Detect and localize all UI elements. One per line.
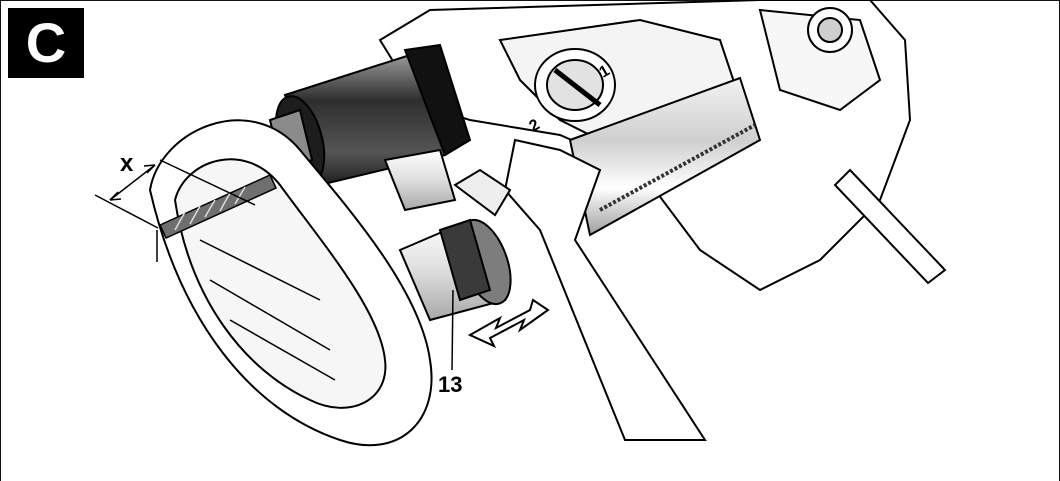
dimension-label-x: x	[120, 150, 134, 177]
side-handle	[383, 138, 707, 441]
callout-13-leader	[451, 289, 454, 371]
extraction-tube	[398, 218, 512, 322]
side-knob	[807, 7, 853, 53]
drill-bit	[159, 174, 277, 239]
movement-arrow	[467, 298, 550, 349]
part-label-13: 13	[438, 372, 463, 397]
selector-knob	[534, 48, 616, 122]
power-cable	[833, 168, 947, 285]
dimension-x-lines	[94, 159, 256, 262]
panel-label: C	[8, 8, 84, 78]
